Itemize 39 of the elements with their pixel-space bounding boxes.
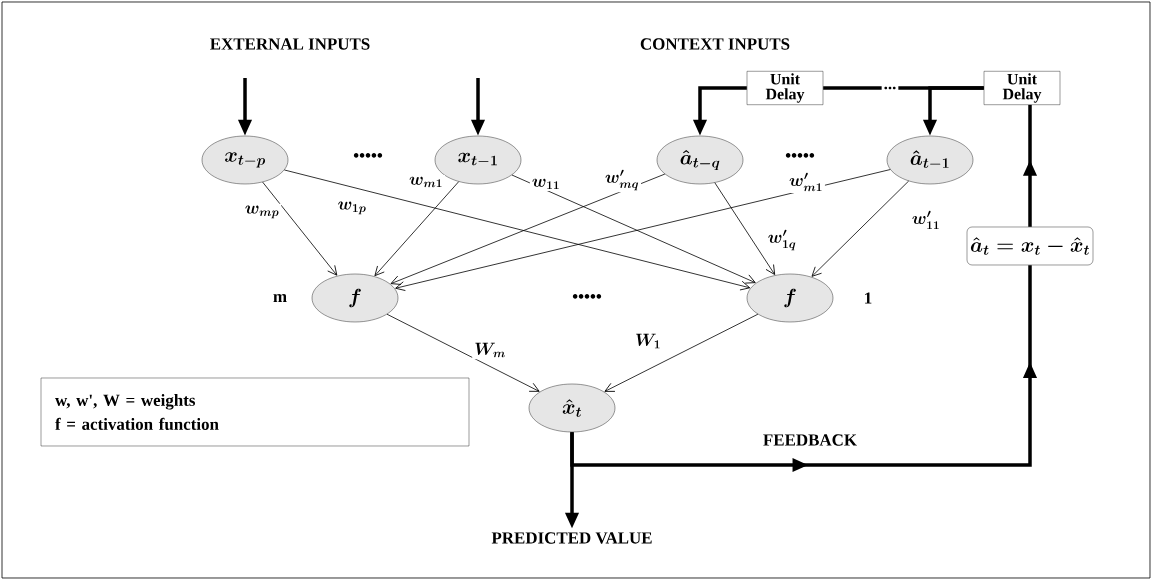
edge-label: $w'_{11}$	[909, 208, 943, 232]
node-caption: m	[273, 294, 287, 302]
arrow	[395, 169, 891, 291]
delay-box: Unit Delay	[983, 71, 1061, 105]
heading-text: •••••	[785, 153, 815, 158]
heading-text: EXTERNAL INPUTS	[210, 38, 370, 50]
delay-box: Unit Delay	[746, 71, 824, 105]
arrow	[511, 174, 756, 284]
arrow	[714, 182, 776, 275]
note-box: w, w', W = weights f = activation function	[40, 377, 470, 447]
edge-label: $w_{11}$	[529, 176, 563, 192]
ellipse-node: $f$	[311, 273, 399, 323]
edge-label: $W_{1}$	[633, 331, 663, 351]
edge-label: $W_{m}$	[472, 340, 508, 360]
edge-label: ...	[881, 84, 899, 92]
edge-label: $w'_{m1}$	[787, 170, 825, 194]
heading-text: •••••	[572, 294, 602, 299]
heading-text: •••••	[353, 153, 383, 158]
edge-label: $w'_{mq}$	[602, 167, 642, 193]
ellipse-node: $x_{t-p}$	[201, 135, 289, 185]
arrow	[262, 181, 338, 276]
node-caption: 1	[865, 292, 872, 304]
heading-text: CONTEXT INPUTS	[640, 38, 790, 50]
arrow	[390, 173, 666, 285]
arrow	[374, 181, 460, 277]
ellipse-node: $\hat{a}_{t-q}$	[656, 135, 744, 185]
edge-label: $w_{1p}$	[335, 199, 369, 217]
ellipse-node: $\hat{x}_{t}$	[528, 383, 616, 433]
arrow	[604, 313, 759, 392]
ellipse-node: $f$	[746, 273, 834, 323]
edge-label: FEEDBACK	[760, 432, 860, 448]
formula-box: $\hat{a}_{t} = x_{t} - \hat{x}_{t}$	[966, 226, 1094, 266]
edge-label: $w_{mp}$	[242, 203, 282, 221]
arrow	[283, 169, 751, 291]
output-label: PREDICTED VALUE	[491, 532, 652, 544]
arrow	[386, 313, 540, 392]
arrow	[811, 180, 910, 277]
edge-label: $w'_{1q}$	[765, 227, 799, 253]
ellipse-node: $\hat{a}_{t-1}$	[886, 135, 974, 185]
